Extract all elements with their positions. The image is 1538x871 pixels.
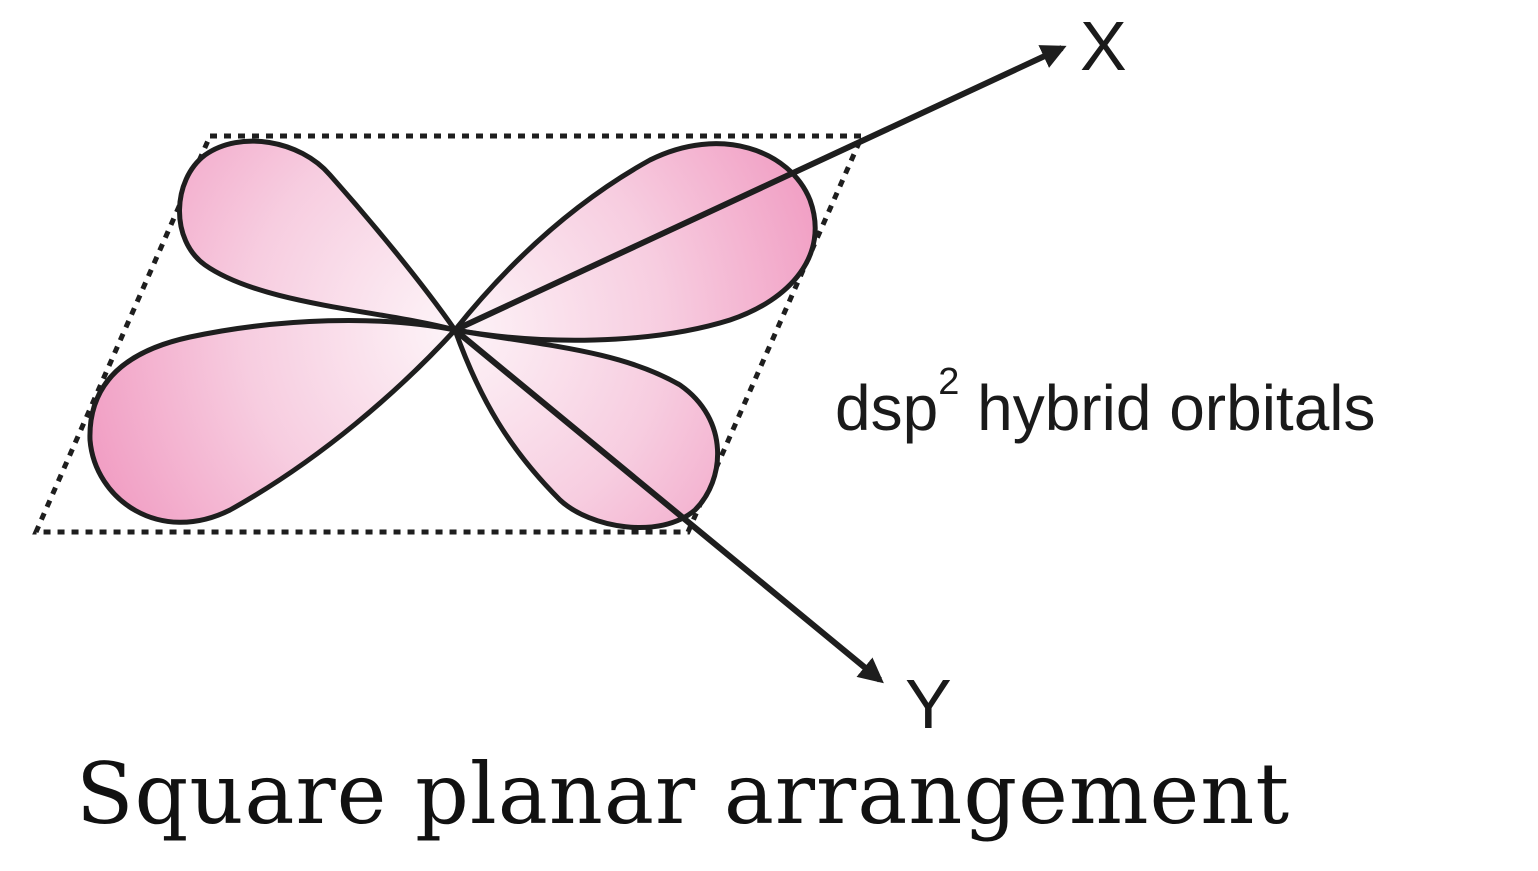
y-axis-label: Y bbox=[905, 665, 952, 743]
lobe-lower-left bbox=[87, 317, 458, 525]
y-axis-arrow bbox=[453, 327, 884, 684]
orbital-label-base: dsp bbox=[835, 372, 938, 444]
x-axis-label: X bbox=[1080, 7, 1127, 85]
x-axis-arrow bbox=[453, 45, 1067, 333]
orbital-label-rest: hybrid orbitals bbox=[959, 372, 1375, 444]
lobe-lower-right bbox=[452, 327, 721, 530]
orbital-type-label: dsp2 hybrid orbitals bbox=[835, 361, 1376, 444]
orbital-lobes bbox=[87, 138, 818, 530]
lobe-upper-left bbox=[177, 138, 458, 333]
diagram-caption: Square planar arrangement bbox=[76, 745, 1291, 843]
orbital-label-superscript: 2 bbox=[938, 361, 959, 403]
lobe-upper-right bbox=[452, 141, 818, 343]
